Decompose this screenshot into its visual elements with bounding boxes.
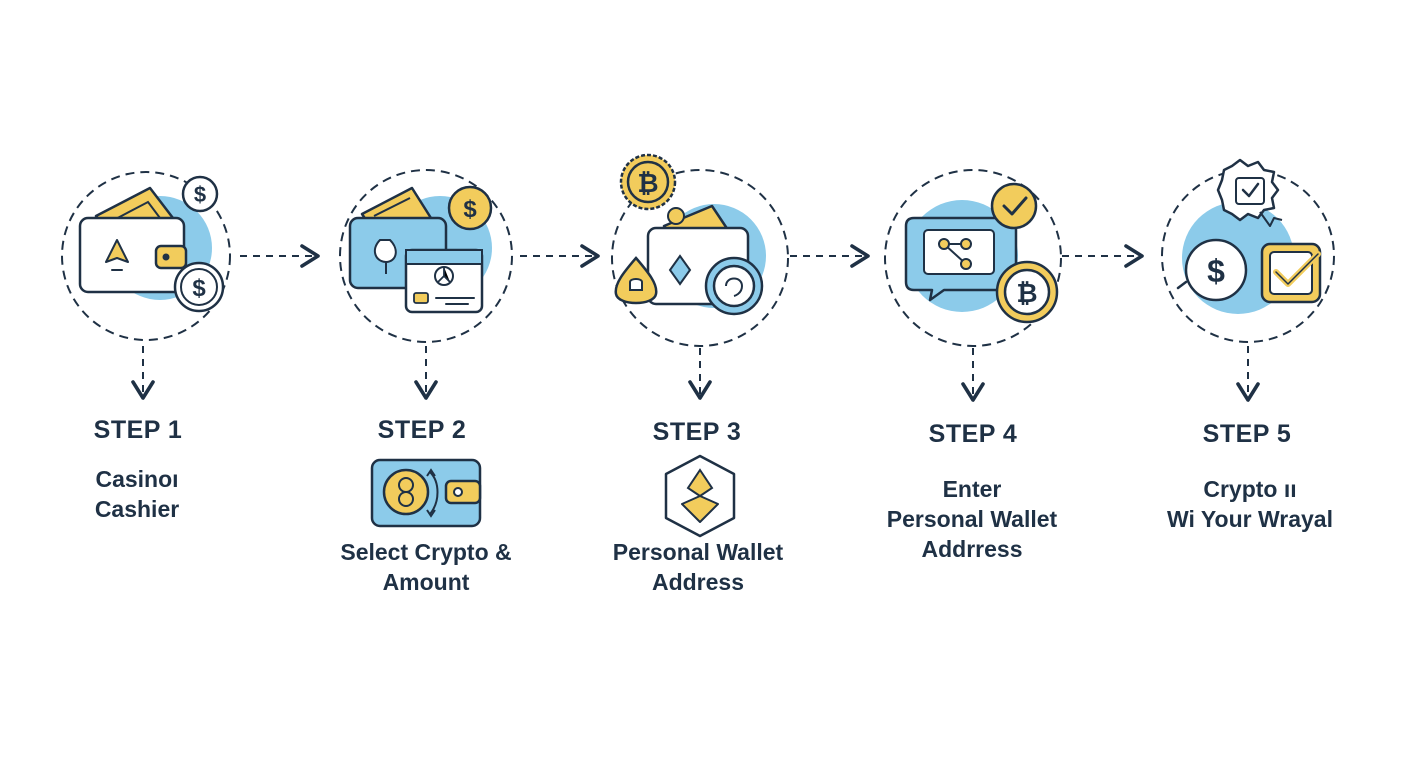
step-1-illustration: $ $ xyxy=(61,171,231,341)
dollar-coin-icon: $ xyxy=(1176,238,1248,302)
step-3-title: STEP 3 xyxy=(652,418,742,446)
ethereum-drop-icon xyxy=(614,256,658,305)
step-2-description: Select Crypto & Amount xyxy=(286,537,566,597)
ethereum-hexagon-icon xyxy=(664,454,736,538)
svg-text:$: $ xyxy=(1207,253,1225,289)
dollar-coin-icon: $ xyxy=(447,185,493,231)
bitcoin-coin-icon: ₿ xyxy=(995,260,1059,324)
checkbox-icon xyxy=(1260,242,1322,304)
step-2-desc-line: Select Crypto & xyxy=(340,539,512,565)
step-1-desc-line: Cashier xyxy=(94,496,180,522)
svg-text:$: $ xyxy=(194,182,206,207)
step-4-dashed-ring xyxy=(884,169,1062,347)
crypto-exchange-icon xyxy=(370,458,482,528)
step-1-description: Casinoı Cashier xyxy=(0,464,277,524)
svg-text:$: $ xyxy=(192,275,206,302)
step-3-description: Personal Wallet Address xyxy=(558,537,838,597)
bitcoin-coin-icon: ₿ xyxy=(619,153,677,211)
step-2-dashed-ring xyxy=(339,169,513,343)
checkmark-badge-icon xyxy=(990,182,1038,230)
step-2-title: STEP 2 xyxy=(377,416,467,444)
svg-text:₿: ₿ xyxy=(1016,278,1037,308)
step-2-desc-line: Amount xyxy=(382,569,470,595)
dollar-coin-icon: $ xyxy=(181,175,219,213)
step-5-desc-line: Wi Your Wrayal xyxy=(1167,506,1333,532)
step-1-desc-line: Casinoı xyxy=(95,466,179,492)
step-5-description: Crypto ıı Wi Your Wrayal xyxy=(1110,474,1390,534)
dollar-coin-icon: $ xyxy=(173,261,225,313)
step-4-desc-line: Addrress xyxy=(921,536,1023,562)
coin-icon xyxy=(704,256,764,316)
step-5-desc-line: Crypto ıı xyxy=(1203,476,1297,502)
wallet-icon xyxy=(78,216,188,294)
step-3-dashed-ring xyxy=(611,169,789,347)
step-4-desc-line: Enter xyxy=(942,476,1002,502)
network-nodes-icon xyxy=(938,238,972,270)
svg-text:$: $ xyxy=(463,196,477,223)
step-3-desc-line: Address xyxy=(651,569,745,595)
step-3-illustration: ₿ xyxy=(611,153,789,347)
step-5-illustration: $ xyxy=(1161,158,1335,343)
step-4-title: STEP 4 xyxy=(928,420,1018,448)
crypto-wallet-icon xyxy=(404,248,484,314)
svg-text:₿: ₿ xyxy=(637,168,658,198)
step-5-dashed-ring xyxy=(1161,169,1335,343)
step-4-desc-line: Personal Wallet xyxy=(886,506,1058,532)
step-2-illustration: $ xyxy=(339,169,513,343)
step-5-title: STEP 5 xyxy=(1202,420,1292,448)
step-1-title: STEP 1 xyxy=(93,416,183,444)
step-4-description: Enter Personal Wallet Addrress xyxy=(832,474,1112,564)
step-4-illustration: ₿ xyxy=(884,169,1062,347)
spade-icon xyxy=(105,239,129,263)
step-3-desc-line: Personal Wallet xyxy=(612,539,784,565)
step-1-dashed-ring xyxy=(61,171,231,341)
certificate-icon xyxy=(1216,158,1283,227)
